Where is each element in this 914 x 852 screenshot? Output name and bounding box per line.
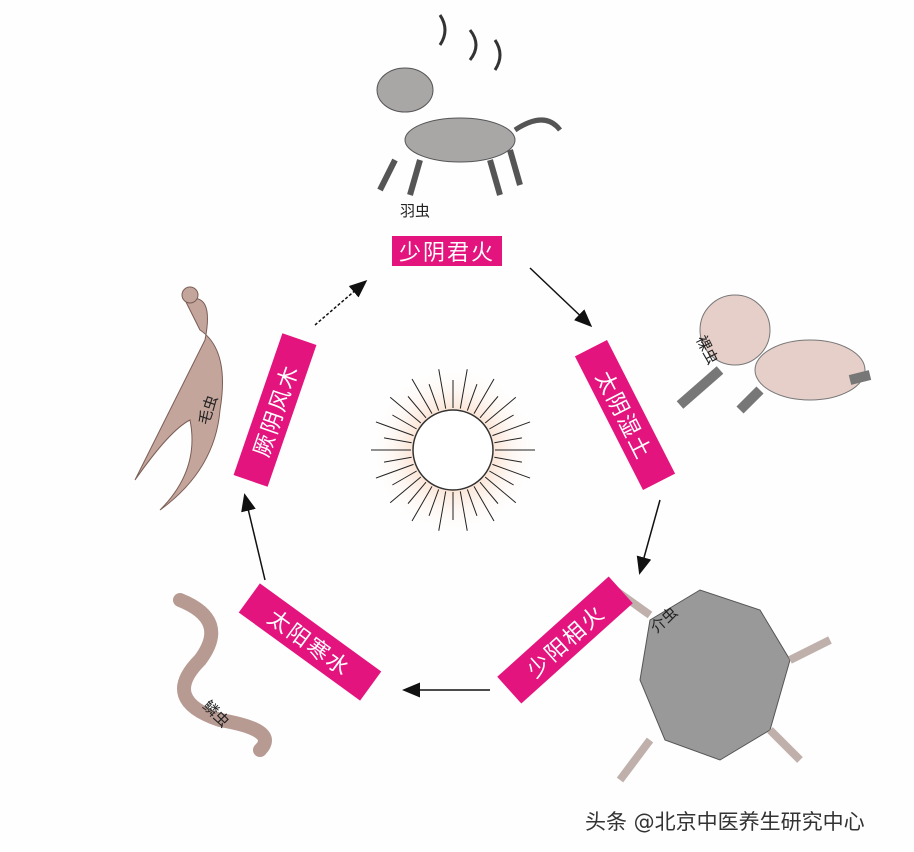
sun-ray: [489, 414, 514, 430]
sun-ray: [459, 369, 468, 409]
sun-ray: [392, 470, 417, 486]
sun-ray: [492, 421, 531, 437]
sun-ray: [383, 456, 412, 463]
sun-ray: [479, 481, 499, 504]
sun-ray: [392, 414, 417, 430]
sun-ray: [389, 396, 422, 424]
sun-ray: [466, 489, 478, 516]
sun-ray: [428, 384, 440, 411]
phase-label-shaoyin-junhuo: 少阴君火: [392, 236, 502, 266]
sun-ray: [494, 437, 523, 444]
animal-label-yuchong: 羽虫: [400, 202, 431, 220]
sun-ray: [411, 486, 433, 522]
sun-ray: [492, 463, 531, 479]
sun-ray: [375, 421, 414, 437]
sun-icon: [368, 365, 538, 535]
arrow-1: [314, 280, 368, 326]
sun-ray: [494, 456, 523, 463]
sun-ray: [473, 378, 495, 414]
sun-ray: [438, 491, 447, 531]
qilin-icon: [376, 14, 562, 196]
baby-icon: [676, 294, 872, 414]
arrow-3: [636, 499, 661, 575]
sun-ray: [473, 486, 495, 522]
sun-ray: [484, 396, 517, 424]
sun-ray: [411, 378, 433, 414]
dragon-icon: [173, 593, 272, 757]
sun-ray: [375, 463, 414, 479]
sun-ray: [489, 470, 514, 486]
sun-ray: [484, 476, 517, 504]
arrow-5: [241, 493, 266, 581]
sun-ray: [407, 396, 427, 419]
sun-ray: [428, 489, 440, 516]
sun-ray: [438, 369, 447, 409]
sun-ray: [479, 396, 499, 419]
phoenix-icon: [134, 286, 223, 511]
sun-ray: [466, 384, 478, 411]
sun-ray: [383, 437, 412, 444]
sun-ray: [407, 481, 427, 504]
turtle-icon: [612, 586, 832, 783]
sun-ray: [389, 476, 422, 504]
watermark: 头条 @北京中医养生研究中心: [585, 810, 865, 834]
sun-ray: [459, 491, 468, 531]
arrow-2: [529, 267, 593, 328]
